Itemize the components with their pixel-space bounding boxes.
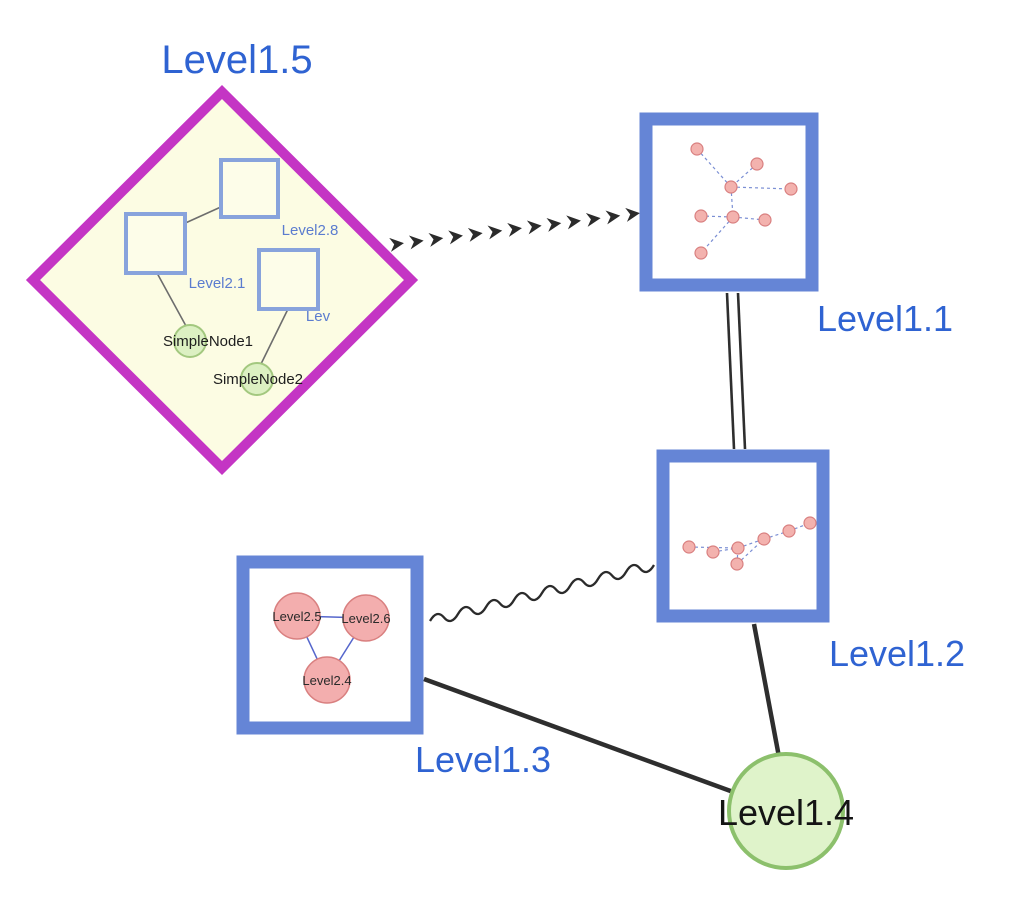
node-label-level2_8: Level2.8 <box>282 222 339 239</box>
group-frame-level1_1[interactable] <box>639 112 819 292</box>
double-line-left[interactable] <box>725 292 736 450</box>
node-label-level2_1: Level2.1 <box>189 275 246 292</box>
node-level2_x[interactable] <box>257 248 320 311</box>
node-level2_5[interactable] <box>273 592 321 640</box>
diamond-shape[interactable] <box>25 84 419 476</box>
node-level1_2[interactable] <box>656 449 830 623</box>
mini-node[interactable] <box>750 157 764 171</box>
node-level1_4[interactable]: Level1.4 <box>718 752 854 870</box>
node-label-level1_4: Level1.4 <box>718 792 854 833</box>
inner-edge-level2_x-simplenode2[interactable] <box>260 308 289 365</box>
node-label-level1_5: Level1.5 <box>161 38 312 82</box>
node-label-level1_3: Level1.3 <box>415 739 551 780</box>
mini-node[interactable] <box>758 213 772 227</box>
edge-level1_3-to-level1_2[interactable] <box>429 563 655 623</box>
mini-node[interactable] <box>706 545 720 559</box>
edge-level1_5-to-level1_1[interactable] <box>389 207 640 252</box>
mini-node[interactable] <box>724 180 738 194</box>
green-circle[interactable] <box>727 752 845 870</box>
inner-edge-level2_1-simplenode1[interactable] <box>156 272 187 327</box>
node-label-level1_1: Level1.1 <box>817 298 953 339</box>
mini-node[interactable] <box>694 246 708 260</box>
node-level2_8[interactable] <box>219 158 280 219</box>
inner-edge-level2_1-level2_8[interactable] <box>180 205 224 226</box>
double-line-right[interactable] <box>736 292 747 450</box>
mini-graph-level1_1 <box>690 142 798 260</box>
mini-edge <box>712 547 739 553</box>
mini-edge <box>737 538 765 549</box>
mini-node[interactable] <box>782 524 796 538</box>
node-label-level1_2: Level1.2 <box>829 633 965 674</box>
node-label-level2_5: Level2.5 <box>272 609 321 624</box>
mini-edge <box>730 186 792 190</box>
node-level1_1[interactable] <box>639 112 819 292</box>
mini-edge <box>763 530 790 540</box>
mini-edge <box>696 148 732 188</box>
mini-node[interactable] <box>690 142 704 156</box>
node-label-level2_4: Level2.4 <box>302 673 351 688</box>
node-level2_4[interactable] <box>303 656 351 704</box>
node-label-level2_x: Lev <box>306 308 331 325</box>
mini-node[interactable] <box>803 516 817 530</box>
node-simplenode1[interactable] <box>173 324 207 358</box>
chevron-dashed-line[interactable] <box>389 207 640 252</box>
node-level2_6[interactable] <box>342 594 390 642</box>
mini-node[interactable] <box>730 557 744 571</box>
edge-level1_3-to-level1_4[interactable] <box>423 676 737 796</box>
mini-node[interactable] <box>731 541 745 555</box>
node-level2_1[interactable] <box>124 212 187 275</box>
node-label-level2_6: Level2.6 <box>341 611 390 626</box>
edge-level1_1-to-level1_2[interactable] <box>725 292 747 450</box>
group-frame-level1_2[interactable] <box>656 449 830 623</box>
mini-node[interactable] <box>784 182 798 196</box>
node-level1_5[interactable]: Level2.8 Level2.1 Lev SimpleNode1 Simple… <box>25 84 419 476</box>
node-simplenode2[interactable] <box>240 362 274 396</box>
node-level1_3[interactable]: Level2.5 Level2.6 Level2.4 <box>236 555 424 735</box>
mini-node[interactable] <box>726 210 740 224</box>
mini-node[interactable] <box>694 209 708 223</box>
edge-level1_2-to-level1_4[interactable] <box>751 623 782 758</box>
mini-node[interactable] <box>682 540 696 554</box>
mini-edge <box>700 216 734 254</box>
mini-graph-level1_2 <box>682 516 817 571</box>
mini-node[interactable] <box>757 532 771 546</box>
node-label-simplenode1: SimpleNode1 <box>163 333 253 350</box>
node-label-simplenode2: SimpleNode2 <box>213 371 303 388</box>
